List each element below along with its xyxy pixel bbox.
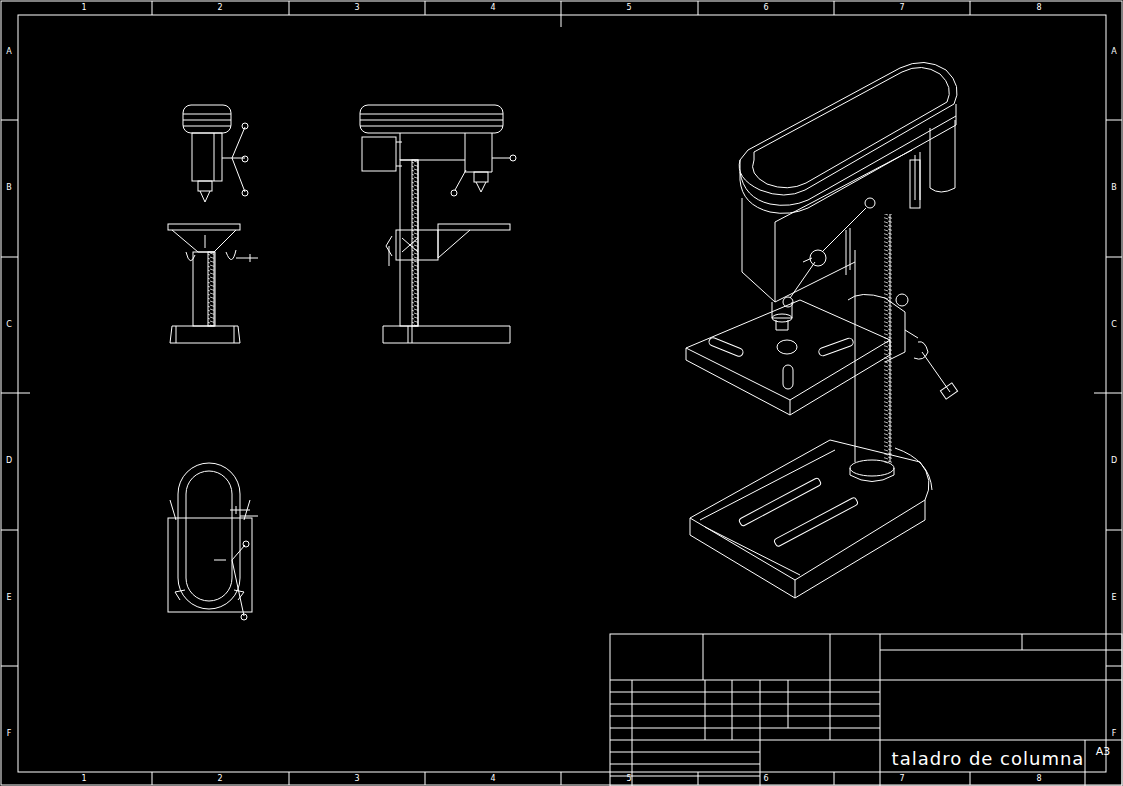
zone-number: 7	[899, 4, 904, 12]
zone-letter: F	[1112, 730, 1117, 738]
zone-number: 1	[81, 775, 86, 783]
zone-number: 2	[217, 4, 222, 12]
zone-letter: F	[7, 730, 12, 738]
zone-number: 8	[1036, 4, 1041, 12]
zone-number: 8	[1036, 775, 1041, 783]
zone-letter: C	[1111, 321, 1117, 329]
zone-number: 3	[354, 4, 359, 12]
zone-number: 5	[626, 775, 631, 783]
zone-letter: E	[6, 594, 11, 602]
zone-number: 4	[490, 4, 495, 12]
zone-number: 6	[763, 775, 768, 783]
zone-letter: E	[1111, 594, 1116, 602]
zone-letter: C	[6, 321, 12, 329]
zone-number: 7	[899, 775, 904, 783]
zone-number: 5	[626, 4, 631, 12]
zone-number: 1	[81, 4, 86, 12]
zone-number: 6	[763, 4, 768, 12]
zone-letter: B	[1111, 184, 1117, 192]
zone-number: 4	[490, 775, 495, 783]
zone-letter: A	[1111, 48, 1116, 56]
zone-letter: A	[6, 48, 11, 56]
sheet-size: A3	[1096, 746, 1111, 757]
drawing-title: taladro de columna	[892, 750, 1085, 768]
zone-letter: D	[1111, 457, 1117, 465]
zone-letter: B	[6, 184, 12, 192]
zone-letter: D	[6, 457, 12, 465]
zone-number: 3	[354, 775, 359, 783]
zone-number: 2	[217, 775, 222, 783]
